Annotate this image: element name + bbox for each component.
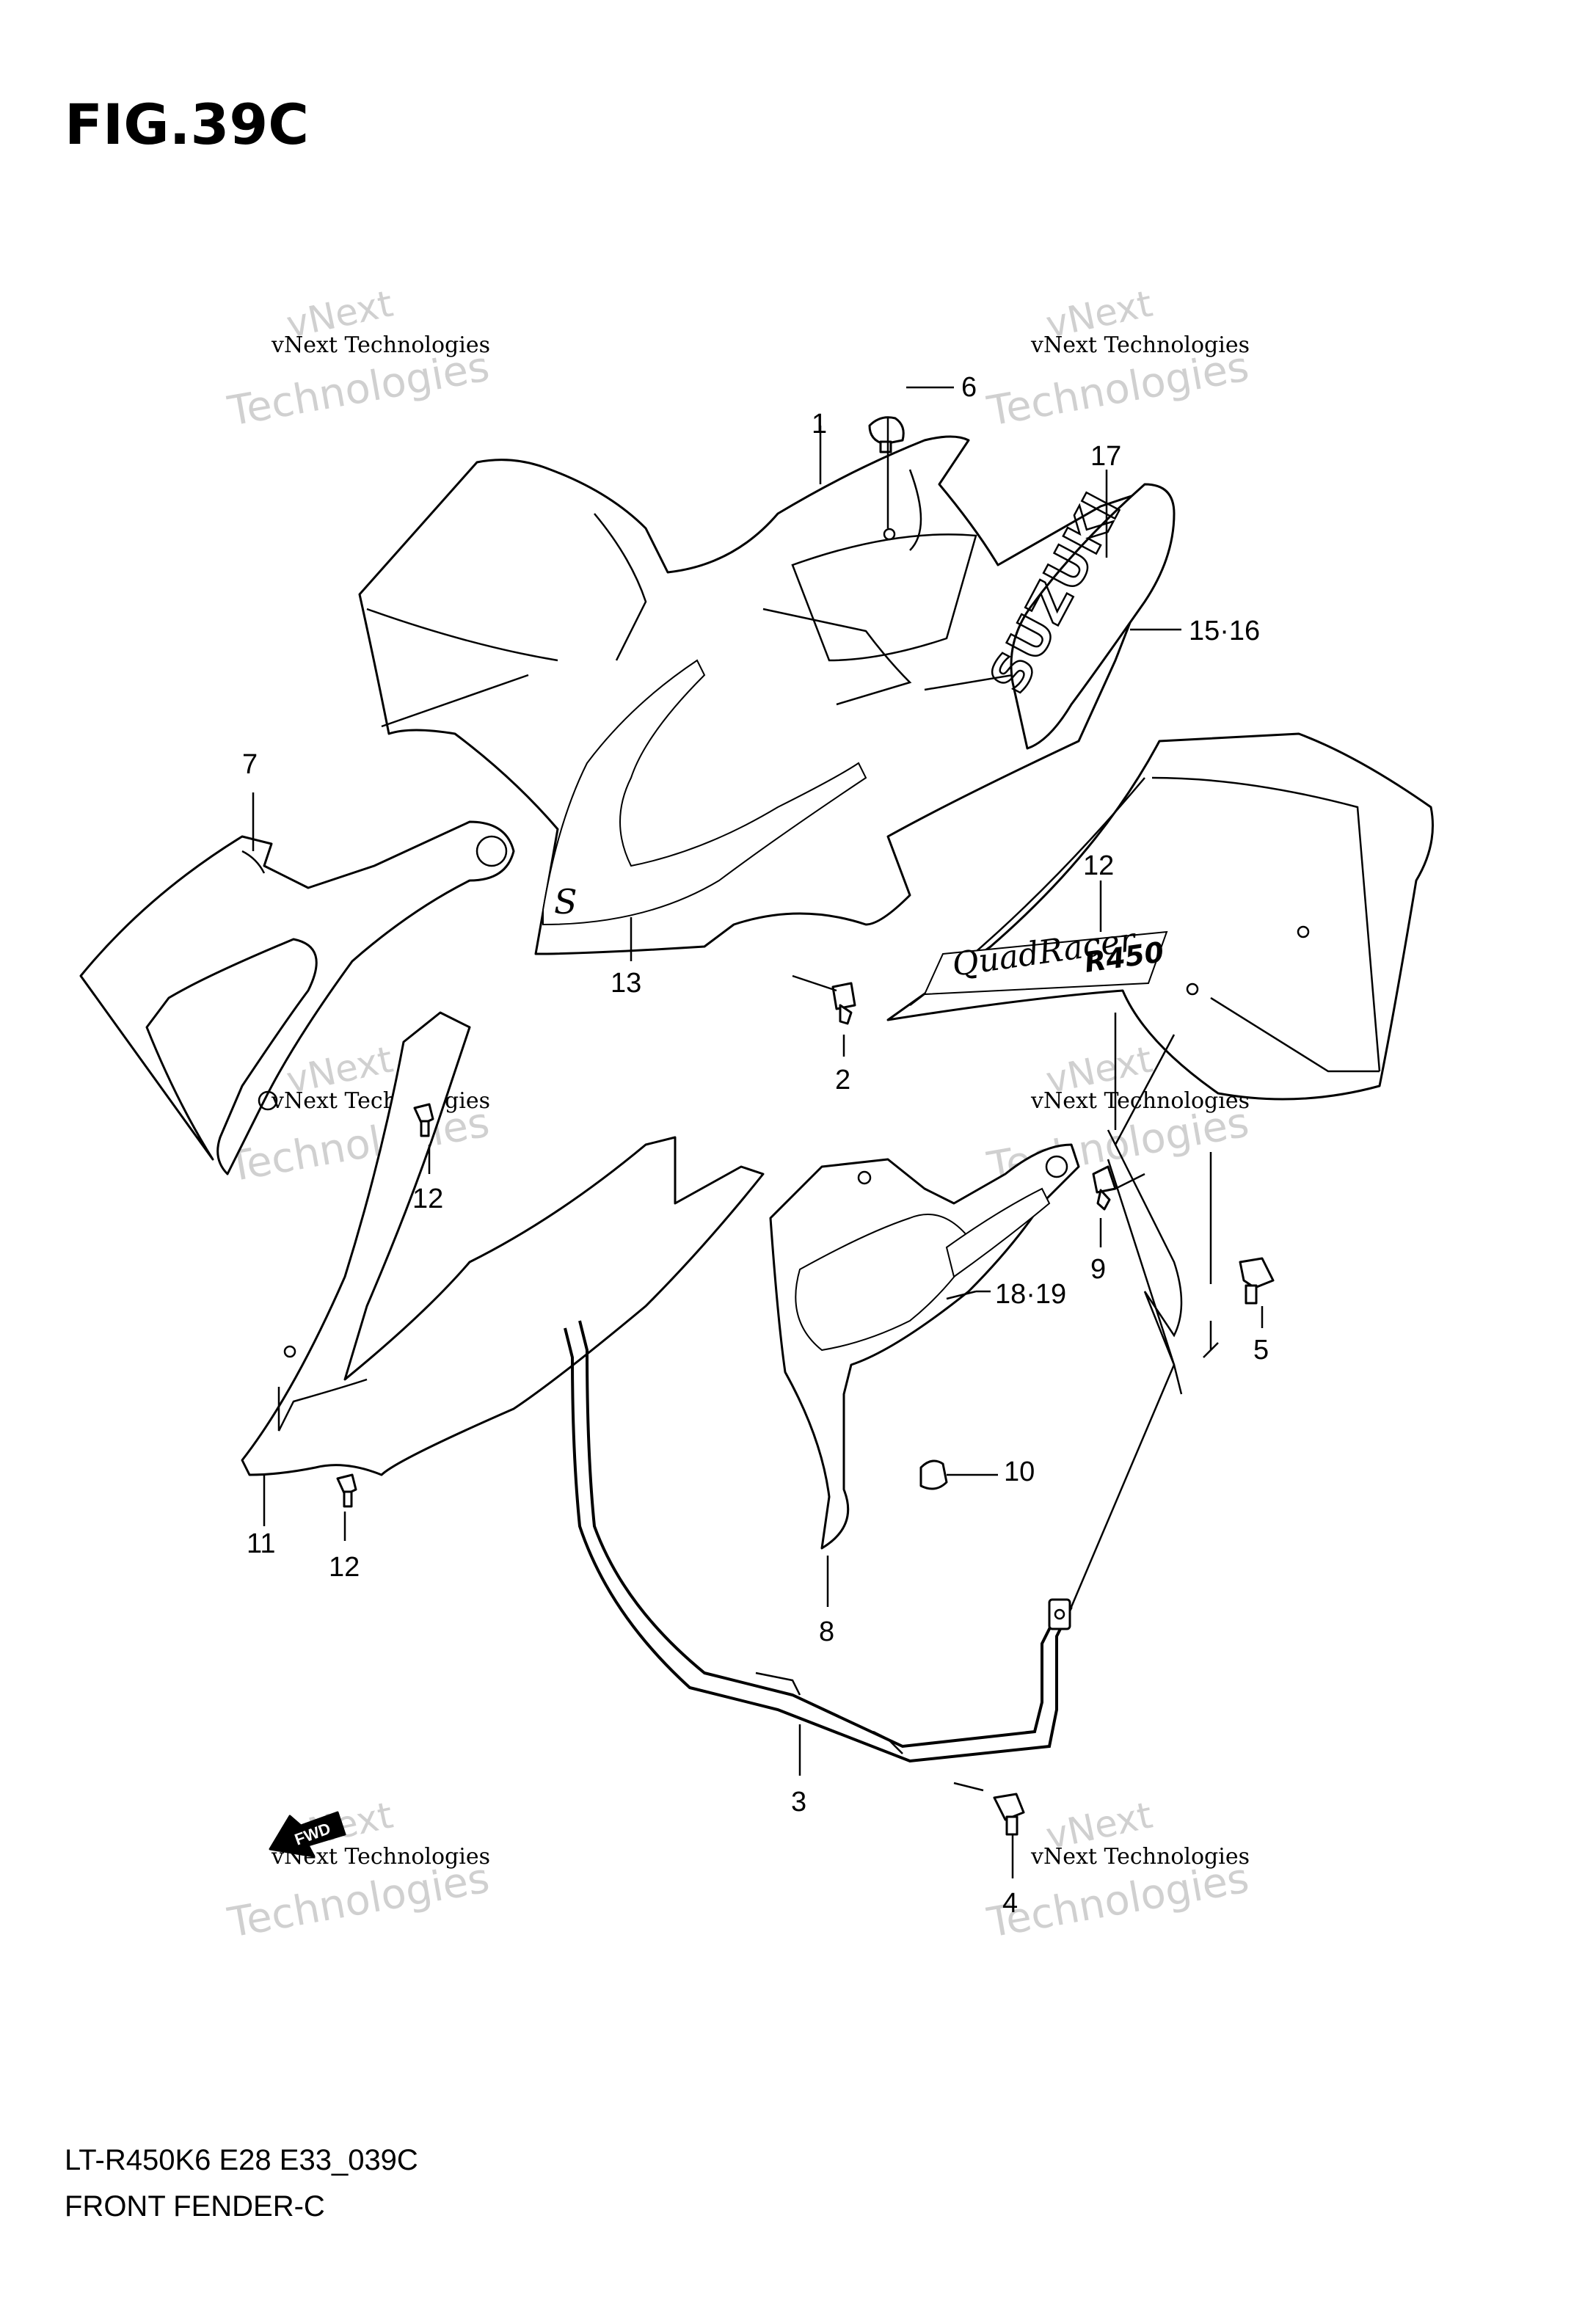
callout-6[interactable]: 6	[961, 372, 977, 403]
callout-9[interactable]: 9	[1090, 1254, 1106, 1285]
part-12-screw-lower[interactable]	[336, 1473, 357, 1508]
watermark-line1: vNext Technologies	[271, 332, 490, 358]
callout-2[interactable]: 2	[835, 1065, 850, 1095]
watermark-line1: vNext Technologies	[1030, 1088, 1250, 1114]
part-1-front-fender[interactable]: S	[358, 435, 1168, 955]
watermark-bottom-right: vNext vNext Technologies Technologies	[983, 1794, 1253, 1947]
callout-7[interactable]: 7	[242, 749, 258, 780]
figure-title: FIG.39C	[65, 92, 309, 157]
watermark-line1: vNext Technologies	[1030, 332, 1250, 358]
part-11-lower-left-fender[interactable]	[241, 1011, 765, 1476]
fwd-arrow-icon: FWD	[269, 1811, 346, 1858]
callouts: 6 1 17 15·16 7 12 13 2 12 9 18·19 5 10 1…	[242, 372, 1269, 1919]
callout-4[interactable]: 4	[1002, 1888, 1018, 1919]
part-13-right-fender[interactable]: QuadRacer R450	[886, 732, 1434, 1101]
part-7-left-mudguard[interactable]	[79, 820, 515, 1175]
part-6-push-rivet[interactable]	[868, 416, 905, 453]
callout-13[interactable]: 12	[1083, 850, 1114, 881]
callout-14[interactable]: 13	[611, 968, 641, 999]
figure-name: FRONT FENDER-C	[65, 2190, 325, 2223]
callout-15-16[interactable]: 15·16	[1189, 616, 1260, 646]
callout-5[interactable]: 5	[1253, 1335, 1269, 1366]
decal-small-s: S	[554, 882, 577, 922]
watermark-top-right: vNext vNext Technologies Technologies	[983, 282, 1253, 436]
watermark-bottom-left: vNext vNext Technologies Technologies	[224, 1794, 493, 1947]
part-4-bolt[interactable]	[993, 1793, 1025, 1836]
part-5-bolt[interactable]	[1239, 1257, 1275, 1305]
part-3-tube-bracket[interactable]	[564, 1320, 1073, 1763]
part-10-push-rivet[interactable]	[919, 1459, 948, 1490]
part-8-lower-right-fender[interactable]	[769, 1143, 1080, 1550]
callout-11[interactable]: 11	[247, 1528, 275, 1559]
callout-1[interactable]: 1	[812, 409, 827, 440]
figure-code: LT-R450K6 E28 E33_039C	[65, 2144, 418, 2176]
callout-12-upper[interactable]: 12	[412, 1184, 443, 1214]
callout-10[interactable]: 10	[1004, 1457, 1035, 1487]
watermark-line1: vNext Technologies	[1030, 1844, 1250, 1870]
watermark-top-left: vNext vNext Technologies Technologies	[224, 282, 493, 436]
callout-3[interactable]: 3	[791, 1787, 806, 1818]
callout-12-lower[interactable]: 12	[329, 1552, 360, 1583]
callout-18-19[interactable]: 18·19	[995, 1279, 1066, 1310]
callout-8[interactable]: 8	[819, 1616, 834, 1647]
part-12-screw-upper[interactable]	[413, 1103, 434, 1137]
callout-17[interactable]: 17	[1090, 441, 1121, 472]
leader-lines	[252, 386, 1264, 1878]
watermark-line1: vNext Technologies	[271, 1088, 490, 1114]
part-2-clip[interactable]	[831, 982, 856, 1025]
